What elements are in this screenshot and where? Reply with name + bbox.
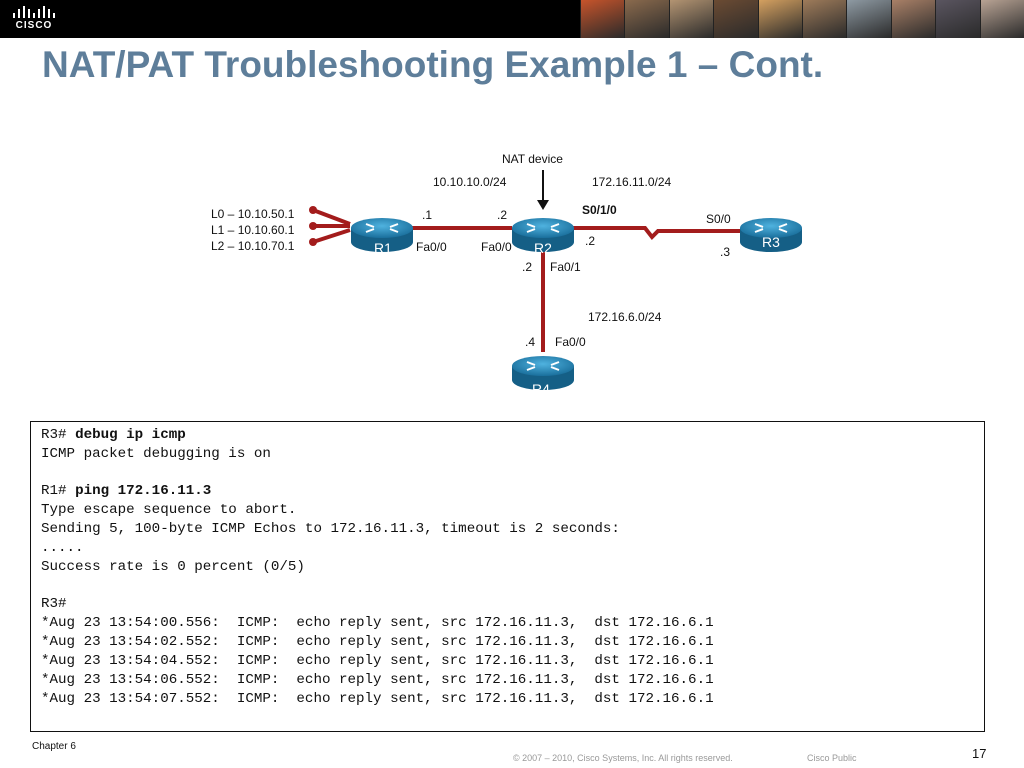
r2-host-r4-label: .2 xyxy=(522,260,532,274)
header-photo xyxy=(580,0,625,38)
router-r2-label: R2 xyxy=(534,240,552,256)
serial-link-r2-r3 xyxy=(572,226,740,241)
loopback-l2-label: L2 – 10.10.70.1 xyxy=(211,239,295,253)
r3-iface-label: S0/0 xyxy=(706,212,731,226)
header-photo xyxy=(890,0,936,38)
header-photo xyxy=(757,0,803,38)
console-line: R1# ping 172.16.11.3 xyxy=(41,482,974,501)
header-photo xyxy=(802,0,847,38)
header-photo xyxy=(846,0,891,38)
console-line: *Aug 23 13:54:02.552: ICMP: echo reply s… xyxy=(41,634,714,650)
router-r3-icon xyxy=(740,218,802,252)
cisco-bars-icon xyxy=(13,6,55,18)
header-banner: CISCO xyxy=(0,0,1024,38)
cisco-logo: CISCO xyxy=(8,4,60,34)
footer-copyright: © 2007 – 2010, Cisco Systems, Inc. All r… xyxy=(513,753,733,763)
console-line: *Aug 23 13:54:04.552: ICMP: echo reply s… xyxy=(41,653,714,669)
loopback-l1-label: L1 – 10.10.60.1 xyxy=(211,223,295,237)
console-blank-line xyxy=(41,464,974,482)
r3-host-label: .3 xyxy=(720,245,730,259)
r1-iface-label: Fa0/0 xyxy=(416,240,447,254)
router-r3-label: R3 xyxy=(762,234,780,250)
console-line: R3# xyxy=(41,596,67,612)
network-r2-r3-label: 172.16.11.0/24 xyxy=(592,175,672,189)
router-r1-label: R1 xyxy=(374,240,392,256)
network-r2-r4-label: 172.16.6.0/24 xyxy=(588,310,662,324)
header-photo xyxy=(668,0,714,38)
page-number: 17 xyxy=(972,746,987,761)
router-r4-icon xyxy=(512,356,574,390)
loopback-dot-l2 xyxy=(309,238,317,246)
header-photo xyxy=(624,0,669,38)
console-line: Type escape sequence to abort. xyxy=(41,502,297,518)
console-line: Success rate is 0 percent (0/5) xyxy=(41,559,305,575)
console-line: *Aug 23 13:54:06.552: ICMP: echo reply s… xyxy=(41,672,714,688)
console-line: ..... xyxy=(41,540,84,556)
console-blank-line xyxy=(41,577,974,595)
slide-title: NAT/PAT Troubleshooting Example 1 – Cont… xyxy=(42,44,824,85)
link-lines xyxy=(312,208,740,352)
console-line: Sending 5, 100-byte ICMP Echos to 172.16… xyxy=(41,521,620,537)
router-r2-icon xyxy=(512,218,574,252)
r2-iface-r1-label: Fa0/0 xyxy=(481,240,512,254)
r2-iface-r4-label: Fa0/1 xyxy=(550,260,581,274)
header-photo xyxy=(979,0,1024,38)
console-line: ICMP packet debugging is on xyxy=(41,446,271,462)
loopback-dot-l1 xyxy=(309,222,317,230)
loopback-dot-l0 xyxy=(309,206,317,214)
footer-chapter: Chapter 6 xyxy=(32,741,76,752)
r2-host-r1-label: .2 xyxy=(497,208,507,222)
router-r1-icon xyxy=(351,218,413,252)
network-r1-r2-label: 10.10.10.0/24 xyxy=(433,175,507,189)
footer-classification: Cisco Public xyxy=(807,753,857,763)
header-photo xyxy=(935,0,980,38)
network-diagram: R1 R2 R3 R4 NAT device 10.10.10.0/24 172… xyxy=(211,152,802,397)
loopback-l0-label: L0 – 10.10.50.1 xyxy=(211,207,295,221)
r1-host-label: .1 xyxy=(422,208,432,222)
cisco-wordmark: CISCO xyxy=(15,20,53,31)
photo-strip xyxy=(580,0,1024,38)
console-line: *Aug 23 13:54:07.552: ICMP: echo reply s… xyxy=(41,691,714,707)
r2-host-r3-label: .2 xyxy=(585,234,595,248)
router-r4-label: R4 xyxy=(532,381,550,397)
loopback-link-l0 xyxy=(312,208,351,226)
loopback-link-l2 xyxy=(312,228,351,244)
nat-device-label: NAT device xyxy=(502,152,563,166)
r2-iface-r3-label: S0/1/0 xyxy=(582,203,617,217)
r4-host-label: .4 xyxy=(525,335,535,349)
console-line: *Aug 23 13:54:00.556: ICMP: echo reply s… xyxy=(41,615,714,631)
header-photo xyxy=(713,0,758,38)
console-line: R3# debug ip icmp xyxy=(41,426,974,445)
r4-iface-label: Fa0/0 xyxy=(555,335,586,349)
console-prompt: R1# xyxy=(41,483,76,499)
console-prompt: R3# xyxy=(41,427,76,443)
console-command: ping 172.16.11.3 xyxy=(75,483,212,499)
console-command: debug ip icmp xyxy=(75,427,186,443)
nat-arrow-icon xyxy=(537,200,549,210)
